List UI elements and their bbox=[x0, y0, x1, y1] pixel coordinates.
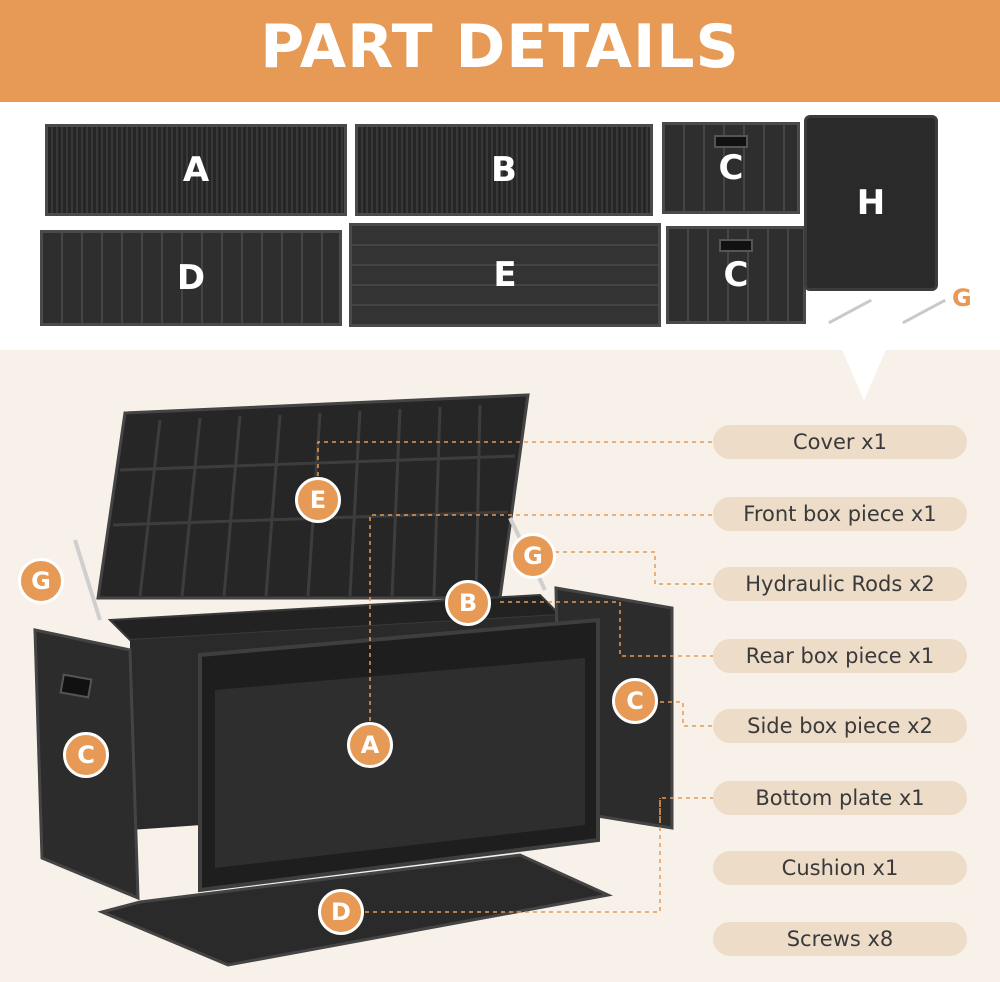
legend-cover: Cover x1 bbox=[713, 425, 967, 459]
part-c-panel-top: C bbox=[662, 122, 800, 214]
handle-icon bbox=[719, 239, 753, 252]
part-b-panel: B bbox=[355, 124, 653, 216]
part-a-letter: A bbox=[182, 150, 210, 190]
callout-b: B bbox=[445, 580, 491, 626]
handle-icon bbox=[714, 135, 748, 148]
part-g-label: G bbox=[952, 284, 972, 312]
legend-rear-box-piece: Rear box piece x1 bbox=[713, 639, 967, 673]
callout-g-right: G bbox=[510, 533, 556, 579]
header-banner: PART DETAILS bbox=[0, 0, 1000, 102]
part-c-letter: C bbox=[723, 255, 749, 295]
part-h-cushion: H bbox=[804, 115, 938, 291]
callout-g-left: G bbox=[18, 558, 64, 604]
legend-hydraulic-rods: Hydraulic Rods x2 bbox=[713, 567, 967, 601]
part-c-panel-bottom: C bbox=[666, 226, 806, 324]
pointer-notch bbox=[842, 350, 886, 400]
part-a-panel: A bbox=[45, 124, 347, 216]
callout-e: E bbox=[295, 477, 341, 523]
callout-c-right: C bbox=[612, 678, 658, 724]
part-b-letter: B bbox=[491, 150, 517, 190]
part-e-letter: E bbox=[493, 255, 517, 295]
legend-cushion: Cushion x1 bbox=[713, 851, 967, 885]
left-handle-shape bbox=[59, 673, 93, 699]
part-h-letter: H bbox=[856, 183, 886, 223]
callout-d: D bbox=[318, 889, 364, 935]
legend-screws: Screws x8 bbox=[713, 922, 967, 956]
part-e-panel: E bbox=[349, 223, 661, 327]
part-d-panel: D bbox=[40, 230, 342, 326]
front-weave-shape bbox=[215, 658, 585, 868]
legend-side-box-piece: Side box piece x2 bbox=[713, 709, 967, 743]
part-c-letter: C bbox=[718, 148, 744, 188]
callout-a: A bbox=[347, 722, 393, 768]
lid-ribs bbox=[112, 404, 516, 597]
part-d-letter: D bbox=[176, 258, 206, 298]
left-rod-shape bbox=[73, 539, 102, 621]
page-title: PART DETAILS bbox=[260, 12, 740, 82]
callout-c-left: C bbox=[63, 732, 109, 778]
legend-front-box-piece: Front box piece x1 bbox=[713, 497, 967, 531]
legend-bottom-plate: Bottom plate x1 bbox=[713, 781, 967, 815]
